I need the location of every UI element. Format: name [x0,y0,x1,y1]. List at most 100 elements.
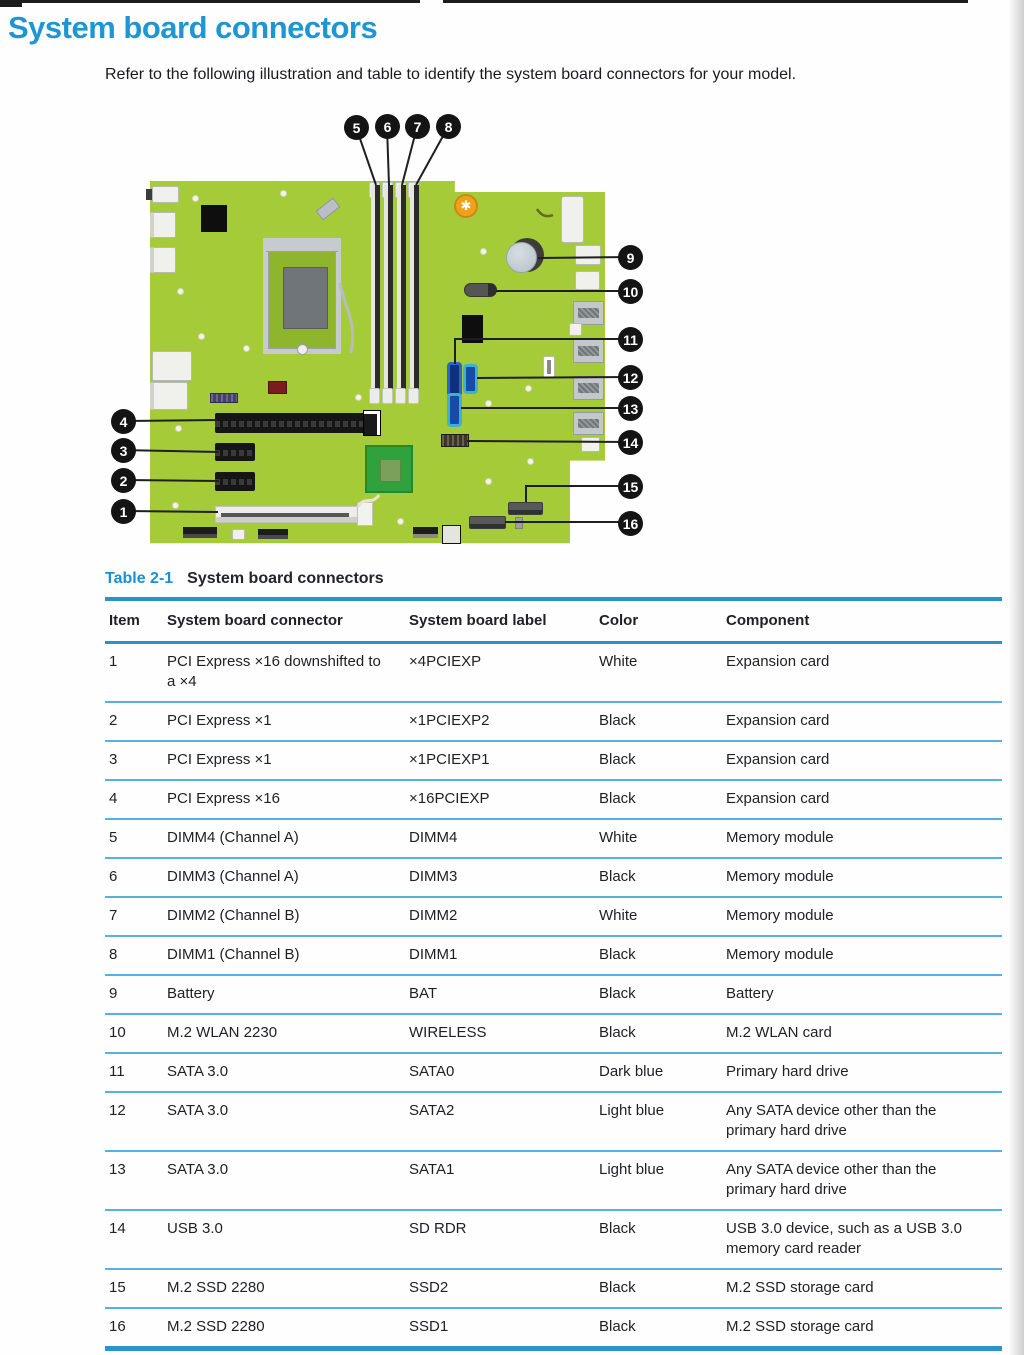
bottom-connector [183,527,217,538]
header-8pin [462,315,483,343]
cell-item: 14 [109,1220,126,1237]
cell-color: Black [599,946,636,963]
table-row: 11 SATA 3.0 SATA0 Dark blue Primary hard… [105,1054,1002,1093]
table-body: 1 PCI Express ×16 downshifted to a ×4 ×4… [105,644,1002,1346]
rear-io-port [150,212,176,238]
cell-label: SSD2 [409,1279,449,1296]
mounting-hole [177,288,184,295]
table-row: 13 SATA 3.0 SATA1 Light blue Any SATA de… [105,1152,1002,1211]
mounting-hole [480,248,487,255]
table-row: 10 M.2 WLAN 2230 WIRELESS Black M.2 WLAN… [105,1015,1002,1054]
scan-artifact-bar [0,0,22,7]
cell-color: Black [599,985,636,1002]
small-connector [232,529,245,540]
cell-item: 3 [109,751,118,768]
callout-8: 8 [436,114,461,139]
dimm-slot-1 [410,185,419,403]
chipset [365,445,413,493]
rear-io-block [150,382,188,410]
cell-color: Black [599,1024,636,1041]
usb-port [573,376,604,400]
scan-edge-shadow [1008,0,1024,1355]
callout-6: 6 [375,114,400,139]
mounting-hole [192,195,199,202]
cell-color: Black [599,751,636,768]
callout-11: 11 [618,327,643,352]
cell-color: White [599,907,638,924]
mounting-hole [485,400,492,407]
table-row: 9 Battery BAT Black Battery [105,976,1002,1015]
cell-label: SSD1 [409,1318,449,1335]
callout-1: 1 [111,499,136,524]
pin-header [210,393,238,403]
cell-component: Battery [726,985,774,1002]
cell-connector: DIMM1 (Channel B) [167,946,300,963]
cell-connector: SATA 3.0 [167,1102,229,1119]
table-row: 3 PCI Express ×1 ×1PCIEXP1 Black Expansi… [105,742,1002,781]
cell-connector: PCI Express ×16 downshifted to a ×4 [167,653,381,690]
cell-item: 9 [109,985,118,1002]
pcie-x16-slot [215,413,369,433]
dimm-slot-2 [397,185,406,403]
usb-port [573,339,604,363]
callout-15: 15 [618,474,643,499]
cell-component: M.2 WLAN card [726,1024,832,1041]
usb-port [575,245,601,265]
connectors-table: Item System board connector System board… [105,597,1002,1351]
front-panel-connector [561,196,584,243]
cell-label: DIMM3 [409,868,458,885]
table-row: 15 M.2 SSD 2280 SSD2 Black M.2 SSD stora… [105,1270,1002,1309]
mounting-hole [355,394,362,401]
cell-connector: DIMM3 (Channel A) [167,868,299,885]
callout-10: 10 [618,279,643,304]
cell-component: M.2 SSD storage card [726,1318,874,1335]
socket-load-plate [266,241,338,252]
pin-header [413,527,438,538]
cpu-die [283,267,328,329]
mounting-hole [175,425,182,432]
table-row: 2 PCI Express ×1 ×1PCIEXP2 Black Expansi… [105,703,1002,742]
cell-component: Expansion card [726,712,830,729]
cell-connector: SATA 3.0 [167,1161,229,1178]
cell-item: 7 [109,907,118,924]
sata2-port [463,364,478,394]
cell-label: ×1PCIEXP1 [409,751,490,768]
page-title: System board connectors [8,10,378,45]
cell-label: ×16PCIEXP [409,790,490,807]
cell-label: DIMM1 [409,946,458,963]
table-header-row: Item System board connector System board… [105,601,1002,644]
mounting-hole [198,333,205,340]
table-row: 16 M.2 SSD 2280 SSD1 Black M.2 SSD stora… [105,1309,1002,1346]
usb3-header [441,434,469,447]
battery [506,242,537,273]
dimm-latch [369,388,380,404]
component-red [268,381,287,394]
cell-color: Black [599,868,636,885]
cell-component: Memory module [726,868,834,885]
sata1-port [447,393,462,427]
small-connector [569,323,582,336]
cell-connector: M.2 SSD 2280 [167,1279,265,1296]
cell-component: Memory module [726,946,834,963]
callout-5: 5 [344,115,369,140]
cell-component: M.2 SSD storage card [726,1279,874,1296]
cell-label: ×4PCIEXP [409,653,482,670]
usb-port [575,271,600,290]
table-row: 1 PCI Express ×16 downshifted to a ×4 ×4… [105,644,1002,703]
callout-7: 7 [405,114,430,139]
rear-io-port [152,186,179,203]
rear-io-block [152,351,192,381]
col-header-component: Component [726,612,810,629]
chipset-die [380,459,401,482]
callout-3: 3 [111,438,136,463]
power-connector-2x2 [442,525,461,544]
table-row: 14 USB 3.0 SD RDR Black USB 3.0 device, … [105,1211,1002,1270]
mounting-hole [485,478,492,485]
cell-component: Expansion card [726,790,830,807]
cell-connector: SATA 3.0 [167,1063,229,1080]
cell-label: SD RDR [409,1220,467,1237]
cell-item: 13 [109,1161,126,1178]
cell-connector: M.2 WLAN 2230 [167,1024,278,1041]
